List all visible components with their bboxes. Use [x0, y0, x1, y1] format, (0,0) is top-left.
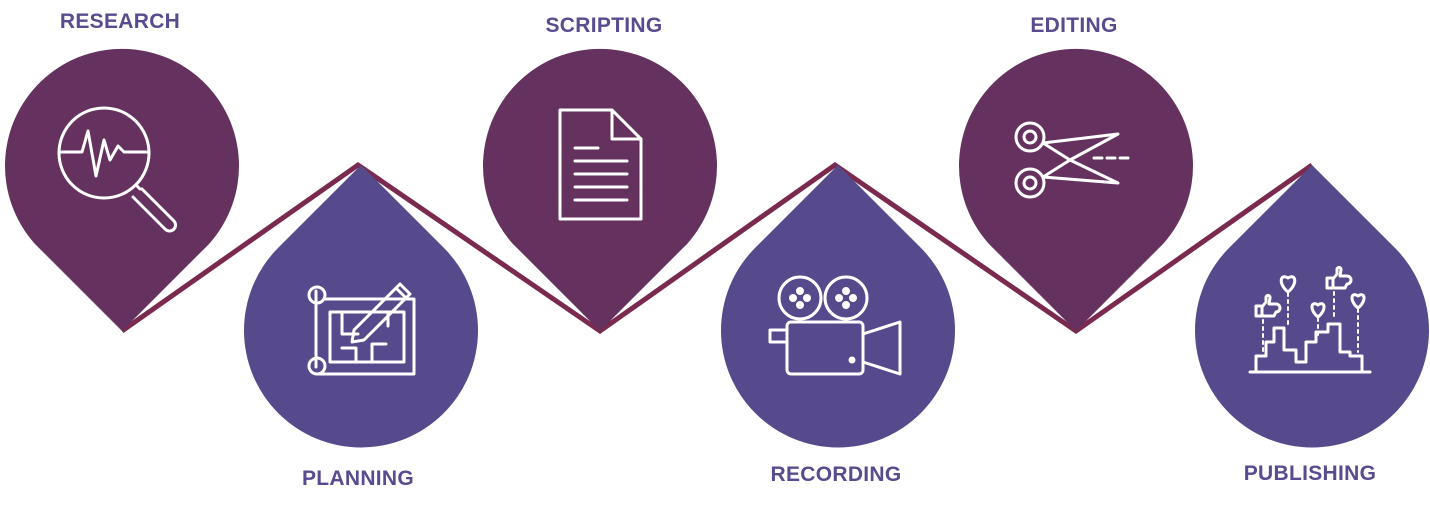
- scissors-icon: [1014, 121, 1135, 199]
- magnifier-heartbeat-icon: [57, 106, 177, 233]
- step-planning: [244, 165, 479, 448]
- step-editing: [959, 48, 1193, 332]
- city-likes-icon: [1248, 266, 1372, 374]
- drop-shape: [483, 48, 717, 332]
- step-label-research: RESEARCH: [59, 10, 181, 33]
- step-label-planning: PLANNING: [301, 467, 415, 490]
- step-label-editing: EDITING: [1030, 14, 1118, 37]
- step-research: [4, 48, 239, 331]
- step-label-scripting: SCRIPTING: [545, 14, 663, 37]
- drop-shape: [244, 165, 479, 448]
- drop-shape: [959, 48, 1193, 332]
- step-label-publishing: PUBLISHING: [1243, 462, 1377, 485]
- step-publishing: [1195, 165, 1430, 448]
- step-label-recording: RECORDING: [770, 463, 902, 486]
- drop-shape: [4, 48, 239, 331]
- film-camera-icon: [768, 275, 902, 376]
- blueprint-pencil-icon: [307, 282, 416, 376]
- zigzag-connector: [120, 161, 1314, 335]
- step-scripting: [483, 48, 717, 332]
- step-recording: [721, 165, 955, 448]
- document-icon: [558, 108, 643, 221]
- drop-shape: [721, 165, 955, 448]
